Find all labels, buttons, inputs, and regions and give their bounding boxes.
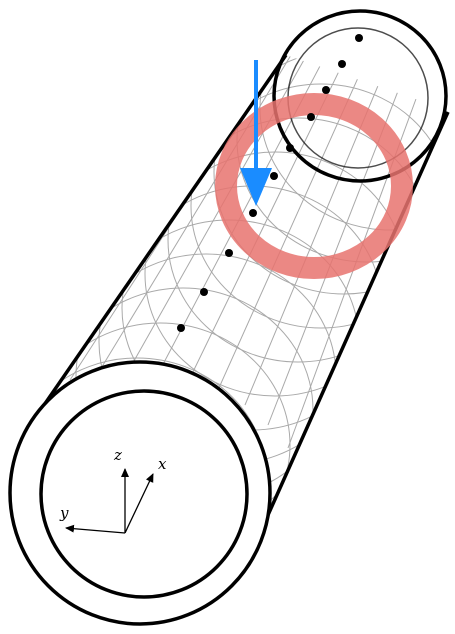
point	[177, 324, 185, 332]
point	[286, 144, 294, 152]
point	[225, 249, 233, 257]
point	[200, 288, 208, 296]
point	[338, 60, 346, 68]
point	[270, 172, 278, 180]
point	[355, 34, 363, 42]
point	[322, 86, 330, 94]
x-axis	[124, 473, 154, 534]
point	[249, 209, 257, 217]
highlight-ring	[215, 93, 413, 279]
tube-edge-right	[266, 111, 450, 516]
point	[307, 113, 315, 121]
x-axis-label: x	[158, 455, 167, 473]
coordinate-axes	[65, 468, 154, 534]
y-axis	[65, 524, 126, 534]
load-arrow	[240, 60, 272, 206]
z-axis-label: z	[113, 446, 122, 464]
tube-edge-left	[40, 54, 288, 409]
surface-points	[177, 34, 363, 332]
y-axis-label: y	[59, 504, 69, 522]
near-end-cap	[8, 360, 272, 626]
